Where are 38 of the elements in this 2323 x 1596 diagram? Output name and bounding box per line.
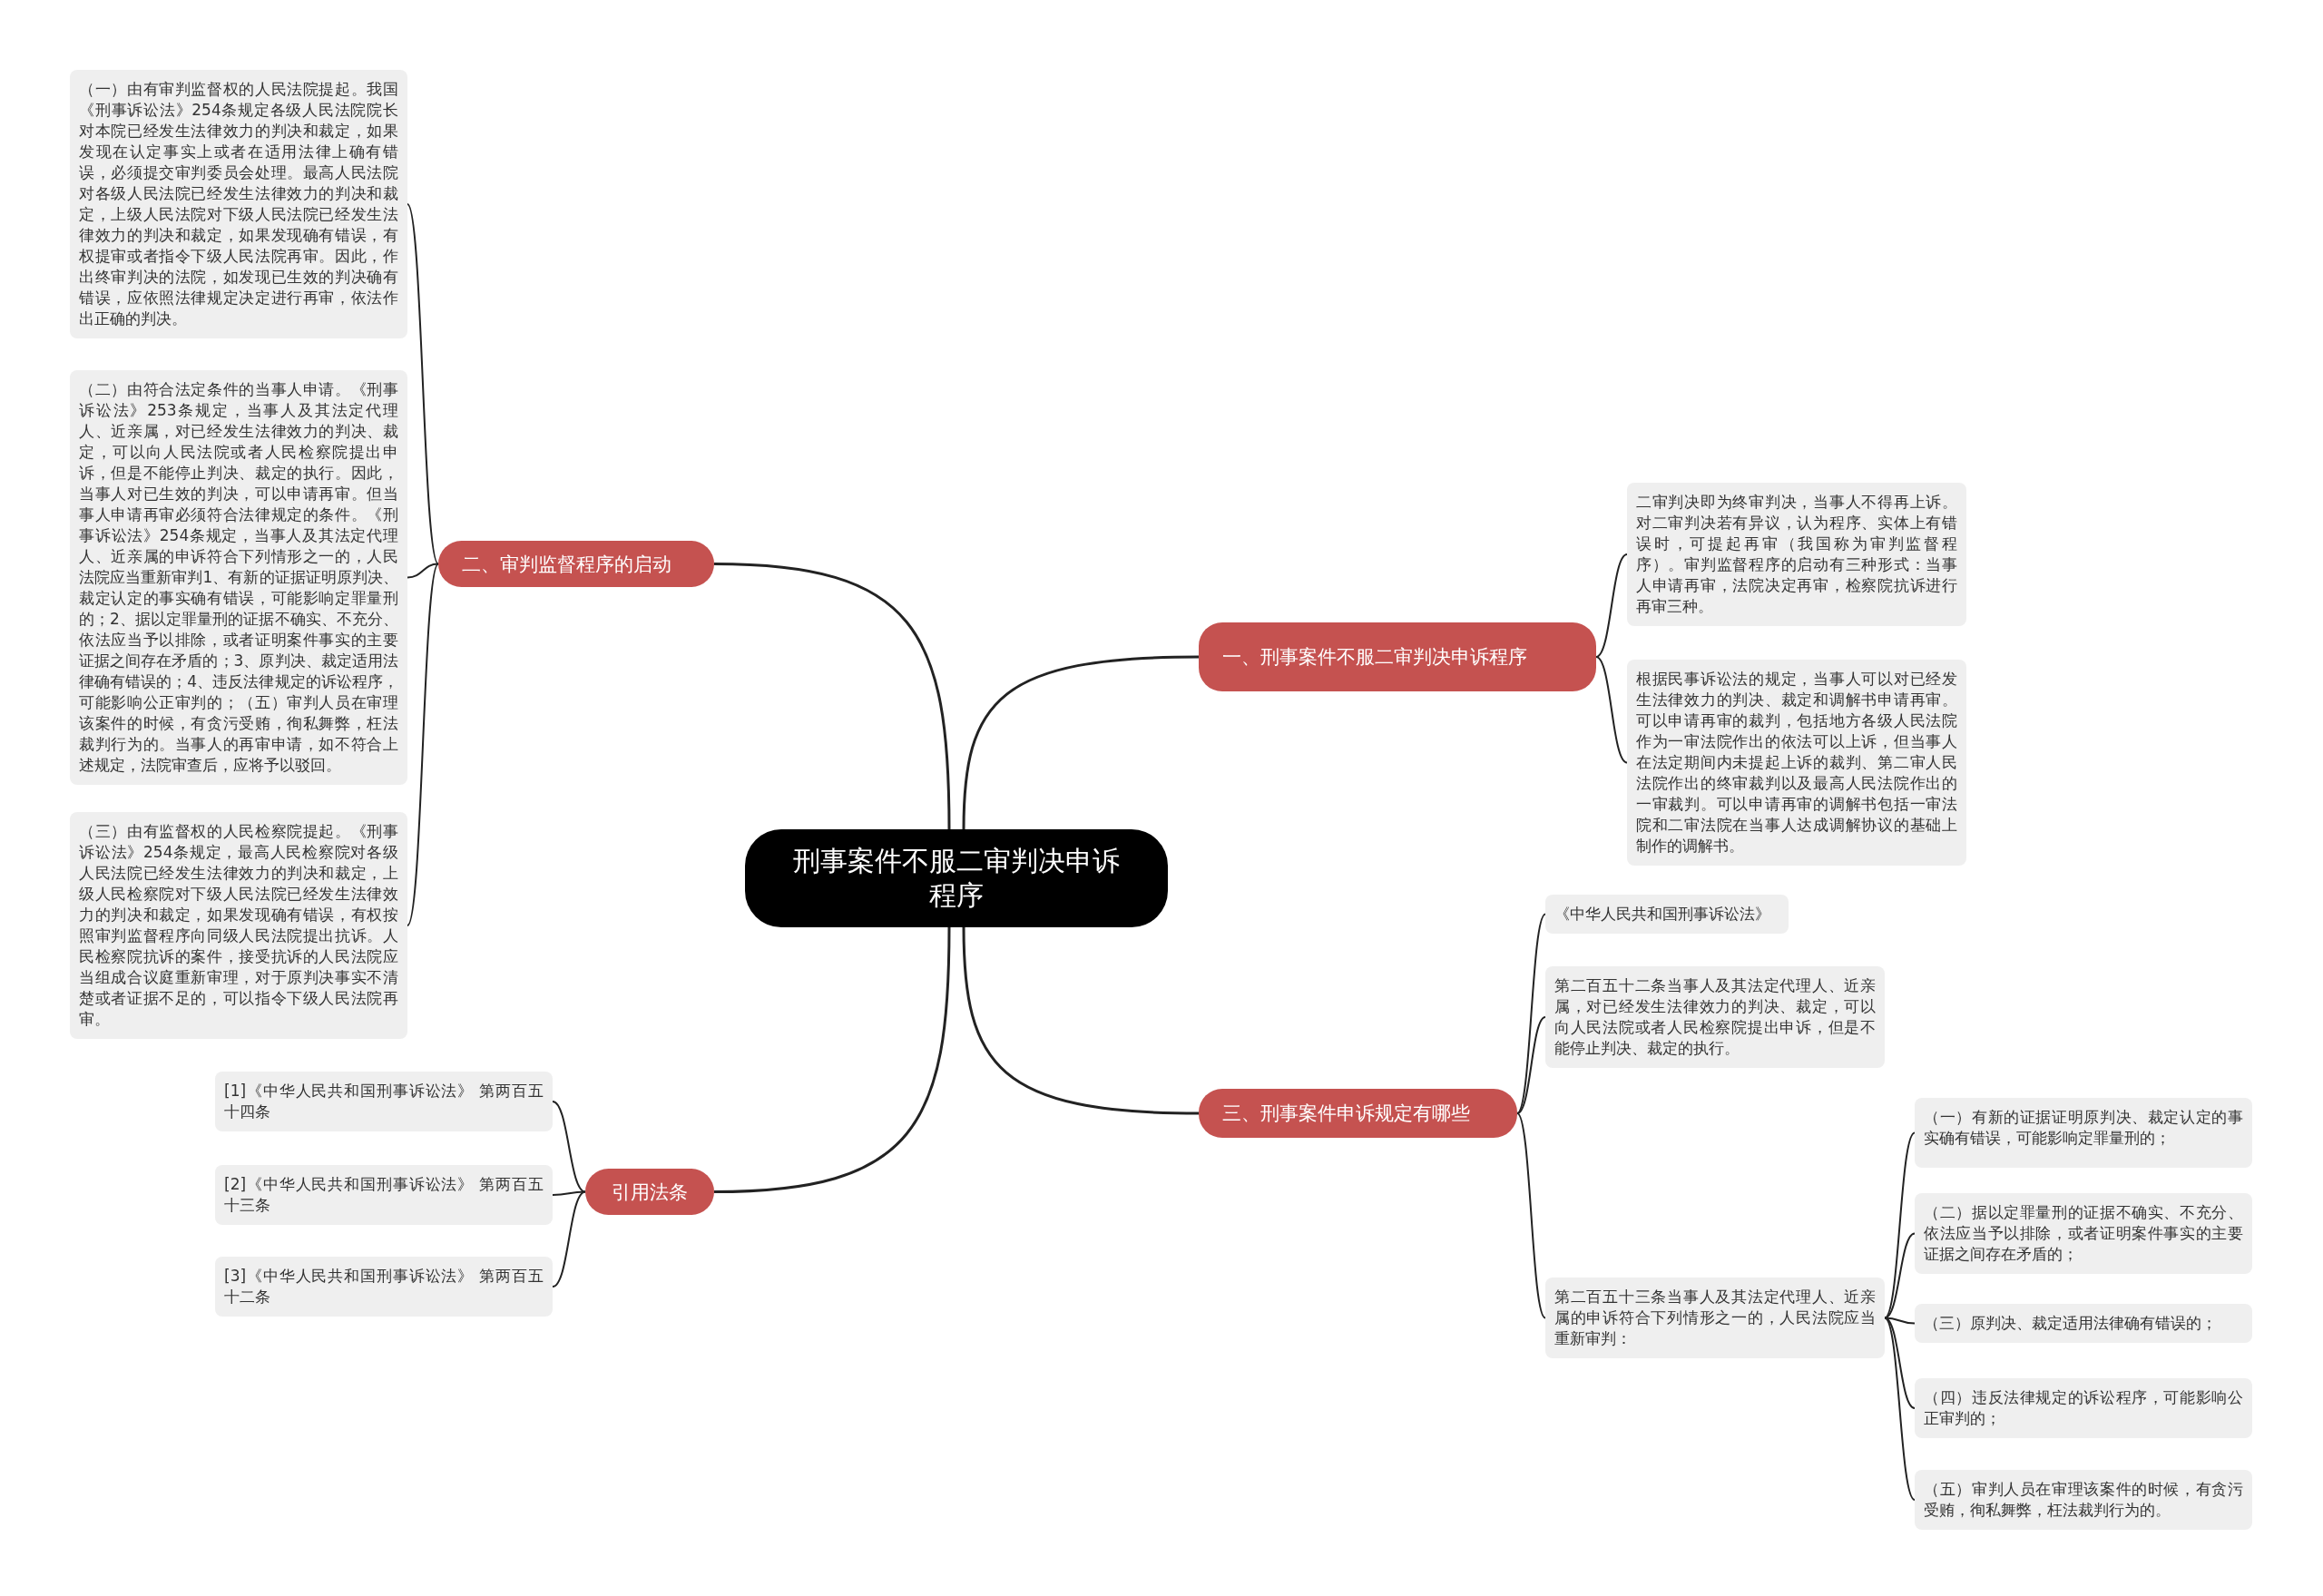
connector-line — [1516, 1112, 1546, 1319]
connector-line — [1884, 1232, 1916, 1319]
connector-line — [713, 926, 951, 1193]
connector-line — [962, 926, 1200, 1115]
connector-line — [552, 1190, 586, 1288]
note-card: （三）原判决、裁定适用法律确有错误的； — [1915, 1304, 2252, 1343]
note-card: （四）违反法律规定的诉讼程序，可能影响公正审判的； — [1915, 1378, 2252, 1438]
connector-line — [713, 563, 951, 830]
connector-line — [1884, 1317, 1916, 1501]
note-card: 根据民事诉讼法的规定，当事人可以对已经发生法律效力的判决、裁定和调解书申请再审。可以申请再审的裁判，包括地方各级人民法院作为一审法院作出的依法可以上诉，但当事人在法定期间内未提起上诉的裁判、第二审人民法院作出的终审裁判以及最高人民法院作出的一审裁判。可以申请再审的调解书包括一审法院和二审法院在当事人达成调解协议的基础上制作的调解书。 — [1627, 660, 1966, 866]
note-card: （一）有新的证据证明原判决、裁定认定的事实确有错误，可能影响定罪量刑的； — [1915, 1098, 2252, 1168]
note-card: 《中华人民共和国刑事诉讼法》 — [1545, 895, 1789, 934]
note-card: 第二百五十二条当事人及其法定代理人、近亲属，对已经发生法律效力的判决、裁定，可以向人民法院或者人民检察院提出申诉，但是不能停止判决、裁定的执行。 — [1545, 966, 1885, 1068]
branch-topic: 二、审判监督程序的启动 — [438, 541, 714, 587]
connector-line — [407, 563, 439, 579]
note-card: （二）据以定罪量刑的证据不确实、不充分、依法应当予以排除，或者证明案件事实的主要证据之间存在矛盾的； — [1915, 1193, 2252, 1274]
connector-line — [1516, 1016, 1546, 1114]
connector-line — [552, 1101, 586, 1193]
note-card: （二）由符合法定条件的当事人申请。《刑事诉讼法》253条规定，当事人及其法定代理人、近亲属，对已经发生法律效力的判决、裁定，可以向人民法院或者人民检察院提出申诉，但是不能停止判决、裁定的执行。因此，当事人对已生效的判决，可以申请再审。但当事人申请再审必须符合法律规定的条件。《刑事诉讼法》254条规定，当事人及其法定代理人、近亲属的申诉符合下列情形之一的，人民法院应当重新审判1、有新的证据证明原判决、裁定认定的事实确有错误，可能影响定罪量刑的；2、据以定罪量刑的证据不确实、不充分、依法应当予以排除，或者证明案件事实的主要证据之间存在矛盾的；3、原判决、裁定适用法律确有错误的；4、违反法律规定的诉讼程序，可能影响公正审判的；（五）审判人员在审理该案件的时候，有贪污受贿，徇私舞弊，枉法裁判行为的。当事人的再审申请，如不符合上述规定，法院审查后，应将予以驳回。 — [70, 370, 407, 785]
note-card: （三）由有监督权的人民检察院提起。《刑事诉讼法》254条规定，最高人民检察院对各级人民法院已经发生法律效力的判决和裁定，上级人民检察院对下级人民法院已经发生法律效力的判决和裁定，如果发现确有错误，有权按照审判监督程序向同级人民法院提出抗诉。人民检察院抗诉的案件，接受抗诉的人民法院应当组成合议庭重新审理，对于原判决事实不清楚或者证据不足的，可以指令下级人民法院再审。 — [70, 812, 407, 1039]
connector-line — [1516, 913, 1546, 1114]
note-card: （五）审判人员在审理该案件的时候，有贪污受贿，徇私舞弊，枉法裁判行为的。 — [1915, 1470, 2252, 1530]
note-card: [1]《中华人民共和国刑事诉讼法》 第两百五十四条 — [215, 1072, 553, 1131]
note-card: 第二百五十三条当事人及其法定代理人、近亲属的申诉符合下列情形之一的，人民法院应当重新审判： — [1545, 1278, 1885, 1358]
note-card: [2]《中华人民共和国刑事诉讼法》 第两百五十三条 — [215, 1165, 553, 1225]
branch-topic: 引用法条 — [585, 1169, 714, 1215]
branch-topic: 三、刑事案件申诉规定有哪些 — [1199, 1089, 1517, 1138]
central-topic: 刑事案件不服二审判决申诉程序 — [745, 829, 1168, 927]
connector-line — [1884, 1317, 1916, 1409]
connector-line — [1595, 553, 1628, 658]
connector-line — [1595, 656, 1628, 764]
connector-line — [407, 563, 439, 926]
note-card: 二审判决即为终审判决，当事人不得再上诉。对二审判决若有异议，认为程序、实体上有错误时，可提起再审（我国称为审判监督程序）。审判监督程序的启动有三种形式：当事人申请再审，法院决定再审，检察院抗诉进行再审三种。 — [1627, 483, 1966, 626]
connector-line — [407, 203, 439, 565]
branch-topic: 一、刑事案件不服二审判决申诉程序 — [1199, 622, 1596, 691]
note-card: [3]《中华人民共和国刑事诉讼法》 第两百五十二条 — [215, 1257, 553, 1317]
connector-line — [962, 655, 1200, 830]
note-card: （一）由有审判监督权的人民法院提起。我国《刑事诉讼法》254条规定各级人民法院院长对本院已经发生法律效力的判决和裁定，如果发现在认定事实上或者在适用法律上确有错误，必须提交审判委员会处理。最高人民法院对各级人民法院已经发生法律效力的判决和裁定，上级人民法院对下级人民法院已经发生法律效力的判决和裁定，如果发现确有错误，有权提审或者指令下级人民法院再审。因此，作出终审判决的法院，如发现已生效的判决确有错误，应依照法律规定决定进行再审，依法作出正确的判决。 — [70, 70, 407, 338]
